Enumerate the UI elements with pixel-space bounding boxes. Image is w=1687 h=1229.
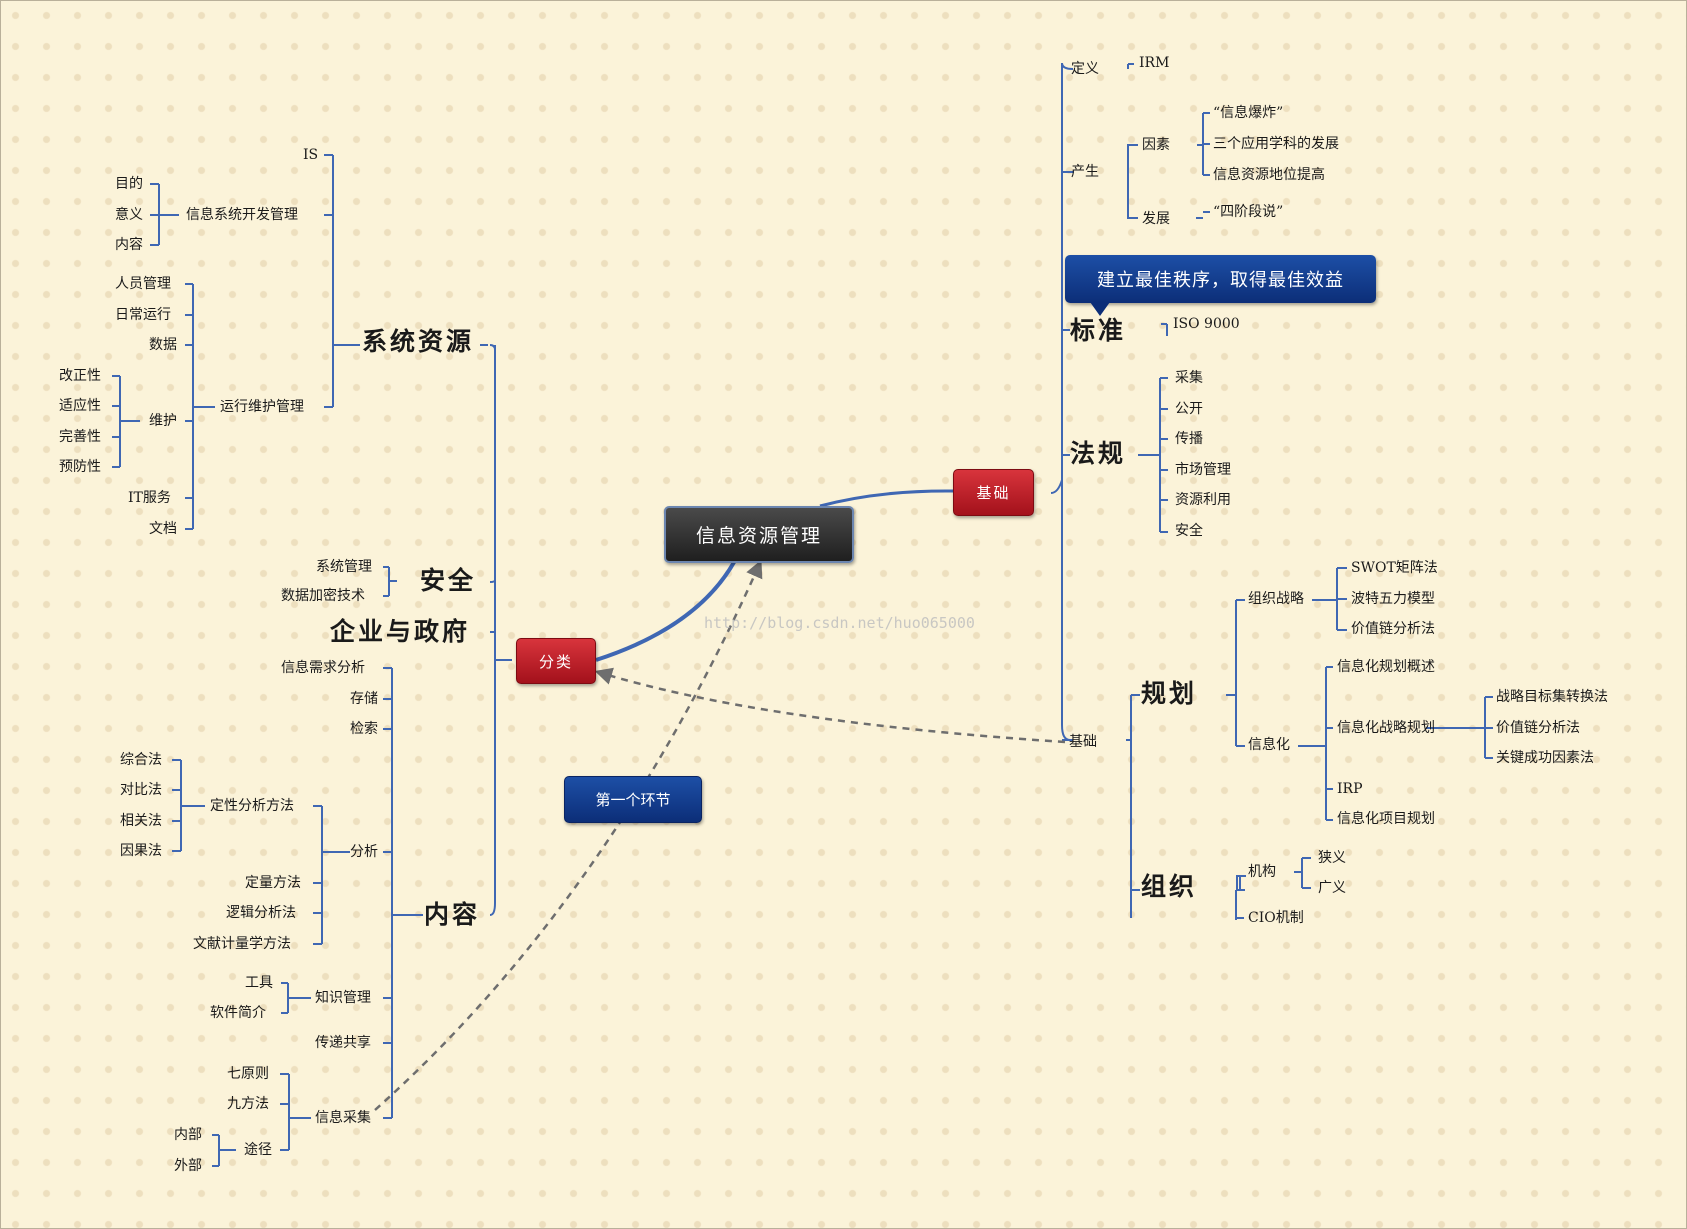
law-item-3[interactable]: 传播 — [1175, 431, 1203, 447]
security-item-1[interactable]: 系统管理 — [316, 559, 372, 575]
info-item-4[interactable]: 信息化项目规划 — [1337, 811, 1435, 827]
strategy-item-2[interactable]: 价值链分析法 — [1496, 720, 1580, 736]
content-item-7[interactable]: 信息采集 — [315, 1110, 371, 1126]
inst-item-2[interactable]: 广义 — [1318, 880, 1346, 896]
dev-item-3[interactable]: 内容 — [115, 237, 143, 253]
watermark: http://blog.csdn.net/huo065000 — [704, 614, 975, 632]
node-irm[interactable]: IRM — [1139, 55, 1170, 71]
strategy-item-3[interactable]: 关键成功因素法 — [1496, 750, 1594, 766]
law-item-2[interactable]: 公开 — [1175, 401, 1203, 417]
node-factor-1[interactable]: “信息爆炸” — [1213, 105, 1284, 121]
node-route[interactable]: 途径 — [244, 1142, 272, 1158]
ops-item-1[interactable]: 人员管理 — [115, 276, 171, 292]
maintain-item-4[interactable]: 预防性 — [59, 459, 101, 475]
callout-first-step[interactable]: 第一个环节 — [564, 776, 702, 823]
qual-item-2[interactable]: 对比法 — [120, 782, 162, 798]
node-ops-mgmt[interactable]: 运行维护管理 — [220, 399, 304, 415]
quant-item-1[interactable]: 定量方法 — [245, 875, 301, 891]
strategy-item-1[interactable]: 战略目标集转换法 — [1496, 689, 1608, 705]
quant-item-3[interactable]: 文献计量学方法 — [193, 936, 291, 952]
node-qualitative[interactable]: 定性分析方法 — [210, 798, 294, 814]
maintain-item-1[interactable]: 改正性 — [59, 368, 101, 384]
collect-item-1[interactable]: 七原则 — [227, 1066, 269, 1082]
quant-item-2[interactable]: 逻辑分析法 — [226, 905, 296, 921]
law-item-6[interactable]: 安全 — [1175, 523, 1203, 539]
org-item-3[interactable]: 价值链分析法 — [1351, 621, 1435, 637]
callout-standard[interactable]: 建立最佳秩序，取得最佳效益 — [1065, 255, 1376, 303]
node-four-stage[interactable]: “四阶段说” — [1213, 204, 1284, 220]
node-content[interactable]: 内容 — [424, 900, 481, 929]
info-item-3[interactable]: IRP — [1337, 781, 1363, 797]
node-factors[interactable]: 因素 — [1142, 137, 1170, 153]
org-item-1[interactable]: SWOT矩阵法 — [1351, 560, 1438, 576]
node-enterprise-government[interactable]: 企业与政府 — [330, 617, 471, 646]
law-item-4[interactable]: 市场管理 — [1175, 462, 1231, 478]
info-item-2[interactable]: 信息化战略规划 — [1337, 720, 1435, 736]
node-security[interactable]: 安全 — [420, 566, 477, 595]
ops-item-2[interactable]: 日常运行 — [115, 307, 171, 323]
node-maintain[interactable]: 维护 — [149, 413, 177, 429]
inst-item-1[interactable]: 狭义 — [1318, 850, 1346, 866]
ops-item-3[interactable]: 数据 — [149, 337, 177, 353]
maintain-item-3[interactable]: 完善性 — [59, 429, 101, 445]
node-system-resources[interactable]: 系统资源 — [362, 327, 475, 356]
qual-item-1[interactable]: 综合法 — [120, 752, 162, 768]
callout-standard-tail — [1090, 302, 1110, 316]
node-planning[interactable]: 规划 — [1141, 679, 1198, 708]
ops-item-it-service[interactable]: IT服务 — [128, 490, 171, 506]
node-law[interactable]: 法规 — [1070, 439, 1127, 468]
info-item-1[interactable]: 信息化规划概述 — [1337, 659, 1435, 675]
route-item-2[interactable]: 外部 — [174, 1158, 202, 1174]
node-basis[interactable]: 基础 — [1069, 734, 1097, 750]
node-origin[interactable]: 产生 — [1071, 164, 1099, 180]
node-standard[interactable]: 标准 — [1070, 316, 1127, 345]
node-factor-2[interactable]: 三个应用学科的发展 — [1213, 136, 1339, 152]
km-item-1[interactable]: 工具 — [245, 975, 273, 991]
maintain-item-2[interactable]: 适应性 — [59, 398, 101, 414]
node-iso9000[interactable]: ISO 9000 — [1173, 316, 1240, 332]
km-item-2[interactable]: 软件简介 — [210, 1005, 266, 1021]
node-cio[interactable]: CIO机制 — [1248, 910, 1304, 926]
content-item-3[interactable]: 检索 — [350, 721, 378, 737]
node-institution[interactable]: 机构 — [1248, 864, 1276, 880]
dev-item-1[interactable]: 目的 — [115, 176, 143, 192]
node-org-strategy[interactable]: 组织战略 — [1248, 591, 1304, 607]
law-item-5[interactable]: 资源利用 — [1175, 492, 1231, 508]
hub-classification[interactable]: 分类 — [516, 638, 596, 684]
content-item-6[interactable]: 传递共享 — [315, 1035, 371, 1051]
collect-item-2[interactable]: 九方法 — [227, 1096, 269, 1112]
content-item-1[interactable]: 信息需求分析 — [281, 660, 365, 676]
node-factor-3[interactable]: 信息资源地位提高 — [1213, 167, 1325, 183]
node-informatization[interactable]: 信息化 — [1248, 737, 1290, 753]
org-item-2[interactable]: 波特五力模型 — [1351, 591, 1435, 607]
node-is[interactable]: IS — [303, 147, 319, 163]
qual-item-4[interactable]: 因果法 — [120, 843, 162, 859]
content-item-2[interactable]: 存储 — [350, 691, 378, 707]
node-organization[interactable]: 组织 — [1141, 872, 1198, 901]
ops-item-docs[interactable]: 文档 — [149, 521, 177, 537]
root-node[interactable]: 信息资源管理 — [664, 506, 854, 563]
node-development[interactable]: 发展 — [1142, 211, 1170, 227]
hub-foundation[interactable]: 基础 — [953, 469, 1034, 516]
security-item-2[interactable]: 数据加密技术 — [281, 588, 365, 604]
dev-item-2[interactable]: 意义 — [115, 207, 143, 223]
route-item-1[interactable]: 内部 — [174, 1127, 202, 1143]
law-item-1[interactable]: 采集 — [1175, 370, 1203, 386]
content-item-5[interactable]: 知识管理 — [315, 990, 371, 1006]
qual-item-3[interactable]: 相关法 — [120, 813, 162, 829]
node-definition[interactable]: 定义 — [1071, 61, 1099, 77]
content-item-4[interactable]: 分析 — [350, 844, 378, 860]
node-dev-mgmt[interactable]: 信息系统开发管理 — [186, 207, 298, 223]
